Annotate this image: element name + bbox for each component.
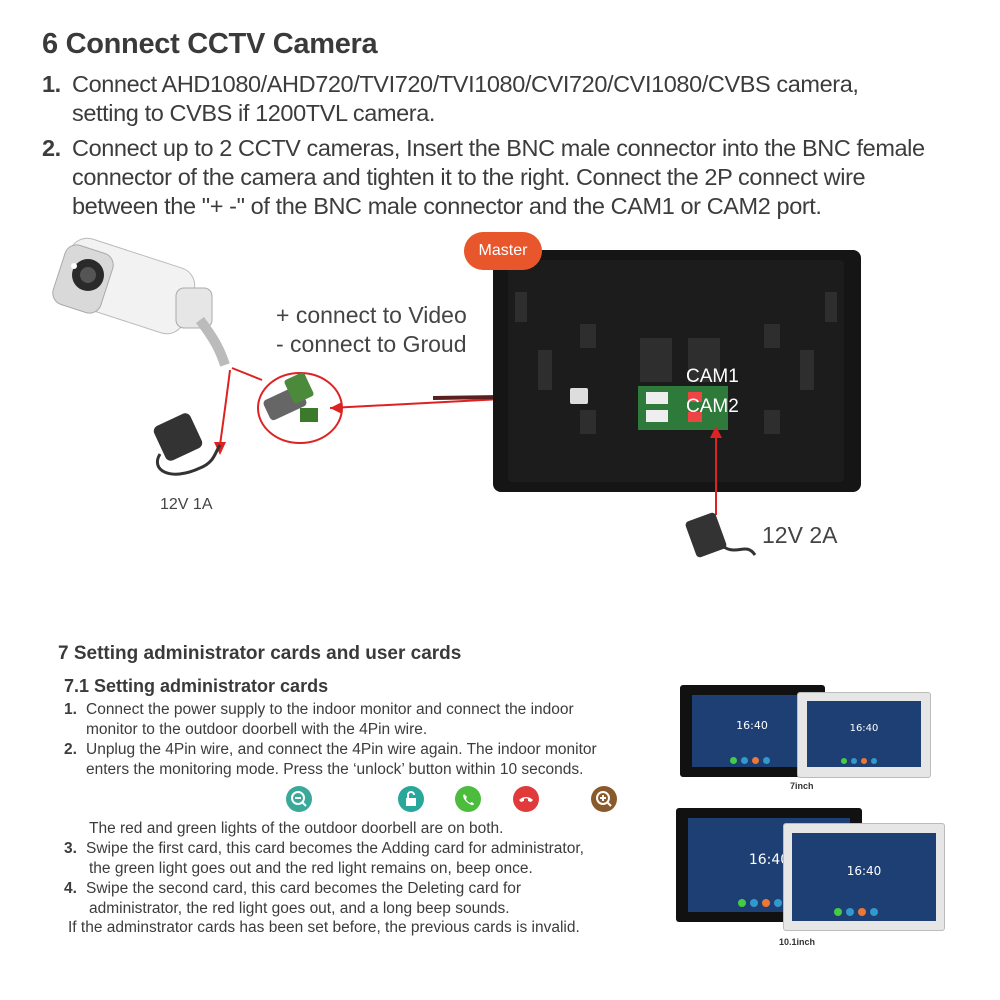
step-1-number: 1. — [42, 71, 61, 97]
master-badge: Master — [464, 232, 542, 270]
step-2-line-2: connector of the camera and tighten it t… — [72, 164, 866, 190]
step-1-line-2: setting to CVBS if 1200TVL camera. — [72, 100, 436, 126]
step-7-1-line-1: Connect the power supply to the indoor m… — [86, 701, 574, 718]
step-7-4-number: 4. — [64, 880, 77, 897]
unlock-icon — [398, 786, 424, 812]
monitor-time: 16:40 — [849, 723, 879, 734]
plus-video-label: + connect to Video — [276, 302, 467, 328]
camera-power-arrow — [219, 369, 231, 446]
step-2-number: 2. — [42, 135, 61, 161]
monitor-10inch-silver: 16:40 — [783, 823, 945, 931]
monitor-10inch-label: 10.1inch — [779, 937, 816, 947]
doorbell-lights-note: The red and green lights of the outdoor … — [89, 820, 504, 837]
monitor-7inch-silver: 16:40 — [797, 692, 931, 778]
step-7-2-line-1: Unplug the 4Pin wire, and connect the 4P… — [86, 741, 597, 758]
hang-up-icon — [513, 786, 539, 812]
section-7-title: 7 Setting administrator cards and user c… — [58, 643, 462, 664]
step-7-1-number: 1. — [64, 701, 77, 718]
call-answer-icon — [455, 786, 481, 812]
monitor-icon-dots — [728, 751, 772, 769]
camera-power-label: 12V 1A — [160, 496, 213, 513]
monitor-time: 16:40 — [846, 864, 882, 878]
monitor-power-label: 12V 2A — [762, 522, 838, 548]
section-6-steps: 1. Connect AHD1080/AHD720/TVI720/TVI1080/… — [42, 70, 992, 221]
step-7-3-4: The red and green lights of the outdoor … — [64, 819, 584, 919]
minus-ground-label: - connect to Groud — [276, 331, 467, 357]
camera-power-adapter — [153, 413, 222, 476]
step-7-4-line-1: Swipe the second card, this card becomes… — [86, 880, 522, 897]
section-7-1-subtitle: 7.1 Setting administrator cards — [64, 676, 329, 696]
monitor-7inch-label: 7inch — [790, 781, 814, 791]
monitor-power-adapter — [685, 512, 757, 558]
footer-note: If the adminstrator cards has been set b… — [68, 919, 580, 936]
zoom-out-icon — [286, 786, 312, 812]
step-7-2-line-2: enters the monitoring mode. Press the ‘u… — [86, 761, 584, 778]
step-7-1: 1. Connect the power supply to the indoor… — [64, 700, 597, 780]
step-7-3-number: 3. — [64, 840, 77, 857]
monitor-time: 16:40 — [736, 719, 768, 732]
monitor-time: 16:40 — [748, 852, 790, 868]
wiring-diagram — [52, 237, 861, 558]
monitor-icon-dots — [839, 751, 879, 769]
zoom-in-icon — [591, 786, 617, 812]
step-2-line-3: between the "+ -" of the BNC male connec… — [72, 193, 822, 219]
cam2-label: CAM2 — [686, 396, 739, 417]
step-7-4-line-2: administrator, the red light goes out, a… — [89, 900, 510, 917]
section-6-title: 6 Connect CCTV Camera — [42, 28, 378, 60]
step-2-line-1: Connect up to 2 CCTV cameras, Insert the… — [72, 135, 925, 161]
step-7-1-line-2: monitor to the outdoor doorbell with the… — [86, 721, 428, 738]
cam1-label: CAM1 — [686, 366, 739, 387]
step-1-line-1: Connect AHD1080/AHD720/TVI720/TVI1080/CV… — [72, 71, 859, 97]
step-7-3-line-1: Swipe the first card, this card becomes … — [86, 840, 584, 857]
step-7-2-number: 2. — [64, 741, 77, 758]
cctv-camera-image — [52, 237, 230, 367]
monitor-icon-dots — [832, 903, 880, 921]
step-7-3-line-2: the green light goes out and the red lig… — [89, 860, 533, 877]
monitor-icon-dots — [736, 894, 784, 912]
